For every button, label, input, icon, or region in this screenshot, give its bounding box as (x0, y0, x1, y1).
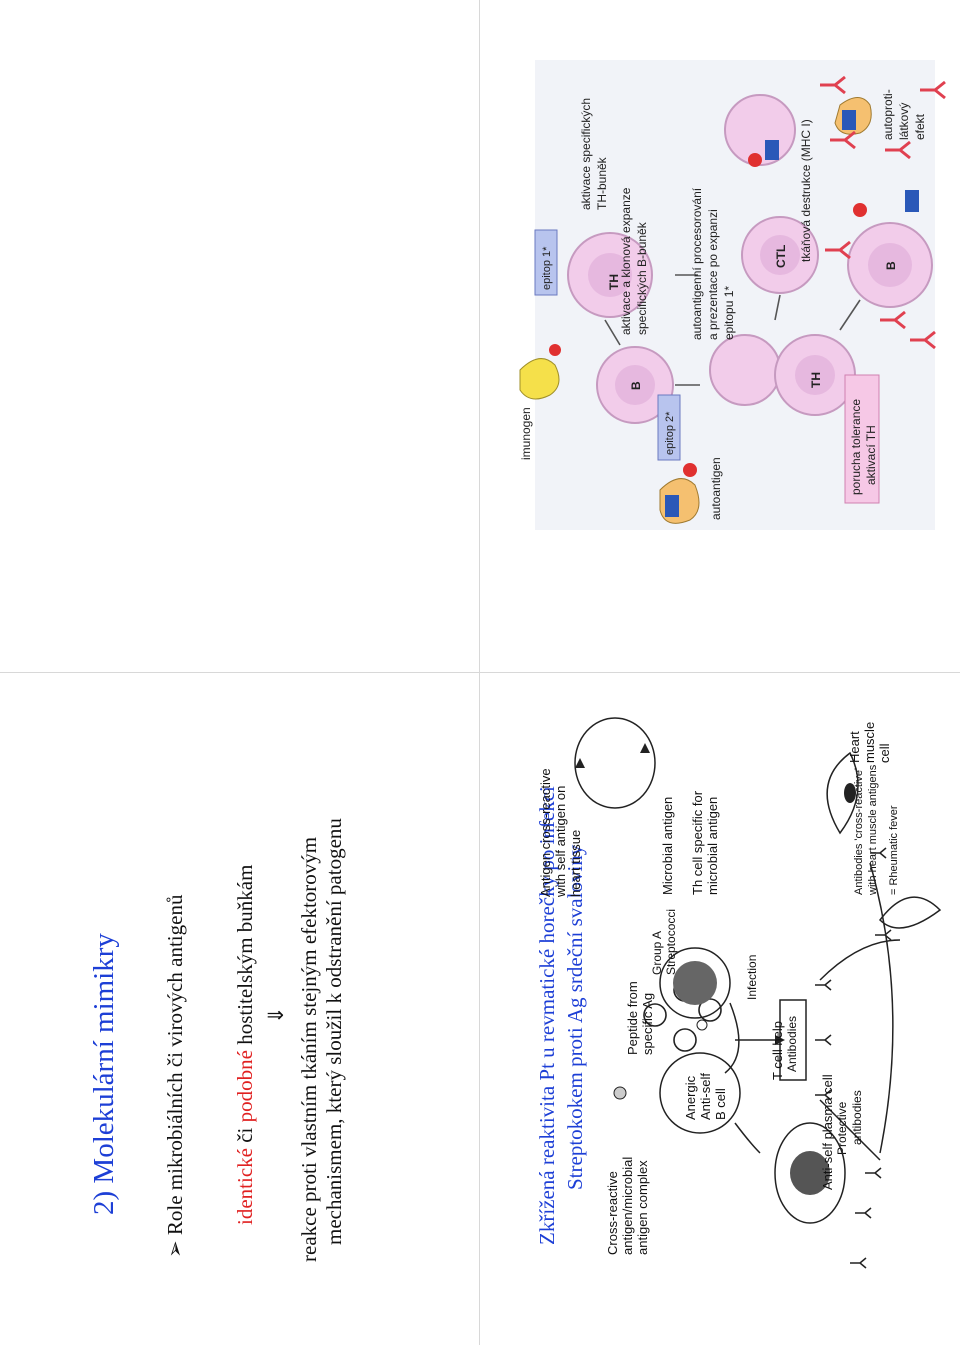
microbe-cell (574, 717, 656, 809)
target-cell (724, 94, 796, 167)
autoantibody-blob (834, 97, 872, 135)
plasma-cell-label: Anti-self plasma cell (820, 1074, 835, 1190)
aktivace-th-1: aktivace specifických (579, 98, 593, 210)
antigen-cr-2: with self antigen on (553, 785, 568, 897)
porucha-2: aktivací TH (864, 425, 878, 485)
antigen-square (905, 190, 919, 212)
auto-1: autoproti- (881, 89, 895, 140)
ctl-cell (741, 216, 819, 294)
peptide-label-1: Peptide from (625, 981, 640, 1055)
proces-1: autoantigenní procesorování (690, 187, 704, 340)
cross-complex-3: antigen complex (635, 1160, 650, 1255)
th-top-label: TH (607, 274, 621, 290)
epitop1-box (534, 229, 558, 296)
th-cell-top (567, 232, 653, 318)
slide-4-art (574, 717, 894, 1269)
proces-2: a prezentace po expanzi (706, 209, 720, 340)
porucha-1: porucha tolerance (849, 399, 863, 495)
plasma-cell (774, 1122, 846, 1224)
antibodies-frame (779, 999, 807, 1081)
th-cell-label-1: Th cell specific for (690, 790, 705, 895)
aktivace-b-2: specifických B-buněk (635, 221, 649, 335)
epitop1-label: epitop 1* (541, 246, 553, 290)
heart-nucleus (844, 783, 856, 803)
slide4-antibody-ys (850, 847, 887, 1269)
proces-3: epitopu 1* (722, 286, 736, 340)
antigen-dot (853, 203, 867, 217)
peptide-complex (613, 1086, 627, 1100)
heart-muscle-cell-shape (826, 751, 859, 835)
porucha-box (844, 374, 880, 504)
slide-2-diagram: epitop 1* epitop 2* imunogen TH B TH CTL… (519, 60, 946, 530)
antigen-cr-3: heart tissue (568, 829, 583, 897)
auto-2: látkový (897, 103, 911, 140)
microbial-antigen: Microbial antigen (660, 796, 675, 895)
horizontal-divider (0, 672, 960, 673)
heart-cell-shape (879, 896, 942, 929)
th-cell (659, 947, 731, 1019)
autoantigen-label: autoantigen (709, 457, 723, 520)
microbe-antigen-marker (575, 758, 585, 768)
autoantigen-blob (659, 463, 700, 524)
aktivace-th-2: TH-buněk (595, 156, 609, 210)
aktivace-b-1: aktivace a klonová expanze (619, 187, 633, 335)
microbe-antigen-marker-2 (640, 743, 650, 753)
heart-label-1: Heart (847, 731, 862, 763)
imunogen-label: imunogen (519, 407, 533, 460)
slide4-arrows (724, 862, 894, 1154)
anergic-3: B cell (713, 1088, 728, 1120)
imunogen-blob (519, 344, 561, 400)
protective-arrow (819, 1099, 881, 1161)
cross-complex-1: Cross-reactive (605, 1171, 620, 1255)
heart-label-2: muscle (862, 721, 877, 763)
antibody-glyphs (820, 75, 946, 350)
cross-arrow (819, 939, 901, 981)
anergic-2: Anti-self (698, 1073, 713, 1120)
t-cell-help: T cell help (770, 1020, 785, 1080)
th-mid-label: TH (809, 372, 823, 388)
peptide-mhc (696, 1019, 708, 1031)
anergic-b-cell (659, 1052, 741, 1134)
peptide-label-2: specific Ag (640, 992, 655, 1055)
epitop2-box (657, 394, 681, 461)
b-label: B (629, 381, 643, 390)
th-cell-label-2: microbial antigen (705, 796, 720, 895)
antigen-cr-1: Antigen cross-reactive (538, 768, 553, 897)
epitop2-label: epitop 2* (664, 411, 676, 455)
tkanova-label: tkáňová destrukce (MHC I) (799, 119, 813, 262)
b-cell (596, 346, 674, 424)
process-arrows (604, 274, 861, 386)
auto-3: efekt (913, 113, 927, 140)
ctl-label: CTL (774, 245, 788, 268)
heart-label-3: cell (877, 743, 892, 763)
anergic-1: Anergic (683, 1075, 698, 1120)
cross-complex-2: antigen/microbial (620, 1156, 635, 1255)
b-cell-bottom (847, 222, 933, 308)
b-bottom-label: B (884, 261, 898, 270)
